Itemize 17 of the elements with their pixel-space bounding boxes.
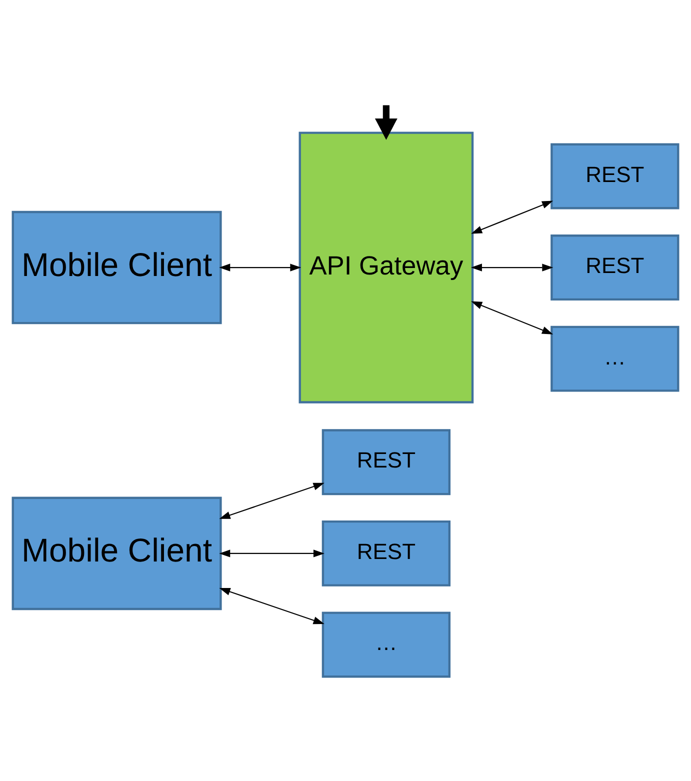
node-box: API Gateway	[298, 132, 474, 404]
arrow	[374, 105, 398, 140]
node-box: REST	[550, 234, 680, 301]
arrow	[470, 264, 554, 272]
arrow	[471, 301, 554, 334]
node-box: REST	[322, 429, 451, 496]
node-box: REST	[322, 520, 451, 586]
arrow	[219, 482, 324, 519]
arrow	[219, 264, 302, 272]
node-box: REST	[550, 143, 680, 210]
node-box: Mobile Client	[12, 496, 222, 610]
node-box: Mobile Client	[12, 210, 222, 324]
arrow	[219, 550, 324, 558]
arrow	[219, 588, 324, 624]
node-box: …	[322, 612, 451, 678]
arrow	[471, 200, 554, 234]
node-box: …	[550, 326, 680, 392]
